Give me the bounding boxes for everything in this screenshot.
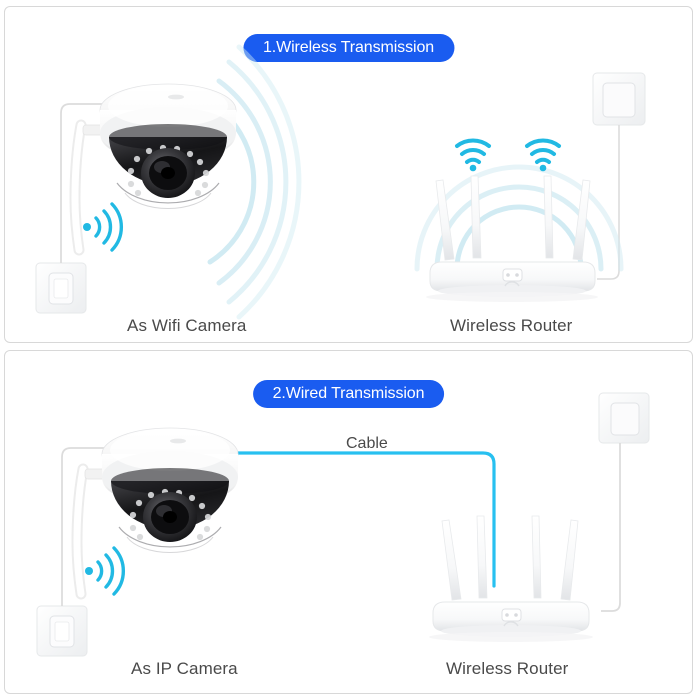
wifi-emitter-icon-camera-2 <box>85 546 125 596</box>
scene-wireless-svg <box>35 44 646 320</box>
wall-plate-top-right <box>592 72 646 207</box>
wall-socket-left-2 <box>36 605 88 657</box>
scene-wired-svg <box>36 392 650 657</box>
wifi-signal-icon-left <box>455 138 491 172</box>
wireless-router-device-2 <box>429 515 593 642</box>
panel-badge-wireless: 1.Wireless Transmission <box>242 34 455 62</box>
camera-cord <box>60 103 102 263</box>
scene-wireless <box>5 7 692 342</box>
wifi-signal-icon-right <box>525 138 561 172</box>
camera-cord-2 <box>61 447 104 606</box>
wifi-emitter-icon-camera <box>83 202 123 252</box>
router-power-cord <box>597 207 620 280</box>
ir-led-ring <box>127 144 210 197</box>
ethernet-cable <box>202 451 496 588</box>
panel-wireless-transmission: 1.Wireless Transmission <box>4 6 693 343</box>
panel-wired-transmission: 2.Wired Transmission Cable <box>4 350 693 694</box>
caption-wireless-router-bottom: Wireless Router <box>446 659 569 678</box>
cable-label: Cable <box>346 435 388 452</box>
panel-badge-wired: 2.Wired Transmission <box>252 380 445 408</box>
signal-waves-camera <box>207 44 302 320</box>
dome-camera-device-2 <box>101 427 239 553</box>
caption-ip-camera: As IP Camera <box>131 659 238 678</box>
dome-camera-device <box>99 83 237 209</box>
scene-wired <box>5 351 692 693</box>
router-power-cord-2 <box>601 443 621 612</box>
wall-plate-top-right-2 <box>598 392 650 444</box>
caption-wifi-camera: As Wifi Camera <box>127 316 247 335</box>
wall-socket-left <box>35 262 87 314</box>
wireless-router-device <box>426 175 598 302</box>
caption-wireless-router-top: Wireless Router <box>450 316 573 335</box>
